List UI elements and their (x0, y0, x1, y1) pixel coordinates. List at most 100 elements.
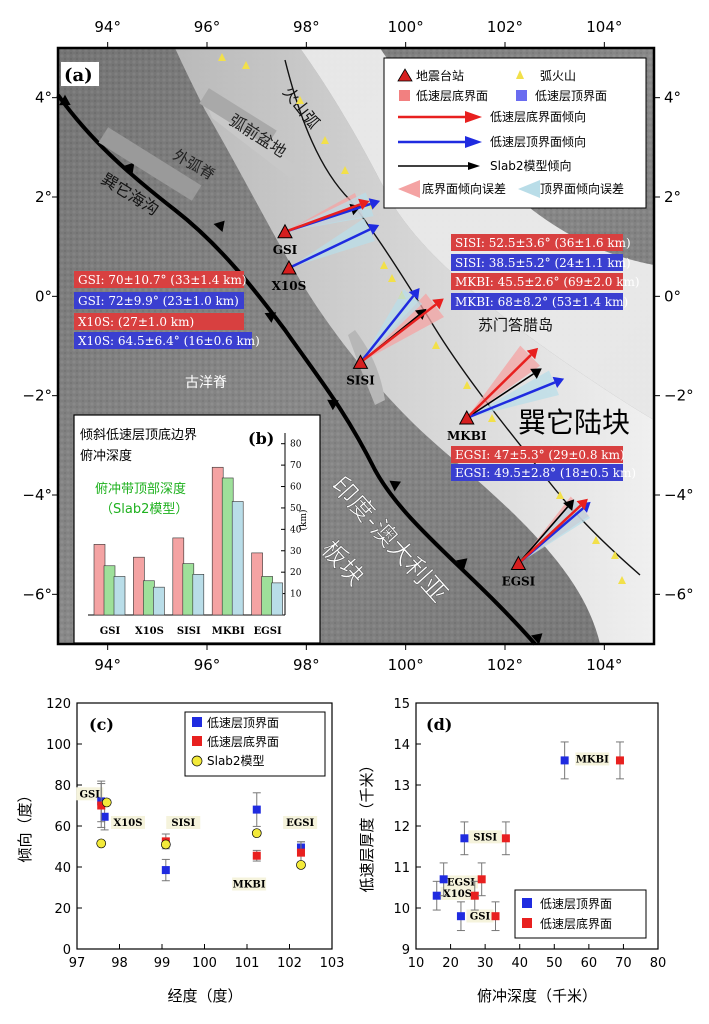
plot-d-xtick-label: 40 (511, 956, 528, 971)
b-category-label: EGSI (254, 626, 282, 637)
b-category-label: GSI (100, 626, 121, 637)
plot-c-ytick-label: 0 (63, 943, 71, 958)
top-error-wedge (466, 370, 559, 419)
plot-d-point-label-bg (466, 909, 494, 923)
b-bar-x10s-0 (133, 556, 145, 616)
lat-tick-label-left: −2° (22, 387, 52, 405)
b-bar-sisi-0 (172, 537, 185, 616)
legend-bottom-icon (399, 90, 410, 101)
plot-d-xtick-label: 70 (615, 956, 632, 971)
legend-c-slab2-label: Slab2模型 (207, 754, 265, 768)
plot-c-point-label: GSI (80, 789, 101, 800)
legend-top-icon (516, 90, 527, 101)
legend-d-top-label: 低速层顶界面 (540, 897, 612, 911)
volcano-icon (611, 551, 619, 559)
trench-tooth (123, 162, 135, 174)
top-error-wedge (288, 218, 375, 269)
plot-c-point-label: SISI (171, 818, 195, 829)
lon-tick-label-bottom: 96° (194, 656, 221, 674)
panel-a-map: 火山弧 弧前盆地 外弧脊 巽它海沟 古洋脊 苏门答腊岛 巽它陆块 印度-澳大利亚… (22, 18, 693, 674)
volcano-icon (296, 96, 304, 104)
plot-c-point-square (252, 851, 261, 860)
legend-top-err-icon (518, 180, 540, 198)
bottom-arrow-shaft (465, 354, 532, 419)
plot-c-ytick-label: 20 (54, 902, 71, 917)
plot-c-point-square (100, 812, 109, 821)
legend-d-bottom-icon (522, 918, 532, 928)
trench-tooth-shape (389, 480, 401, 492)
trench-tooth-shape (213, 220, 225, 233)
map-sumatra-land (175, 48, 654, 644)
legend-top-err-label: 顶界面倾向误差 (540, 181, 624, 196)
plot-d-ytick-label: 9 (402, 943, 410, 958)
b-ytick-label: 40 (290, 525, 302, 535)
station-icon (352, 354, 369, 369)
lat-tick-label-left: 0° (35, 287, 52, 305)
b-bar-gsi-2 (113, 576, 126, 616)
panel-b-chart: 倾斜低速层顶底边界 俯冲深度 (b) 俯冲带顶部深度 （Slab2模型） 102… (73, 414, 321, 644)
slab2-arrow-head (530, 368, 542, 379)
plot-c-point-label: MKBI (233, 880, 266, 891)
panel-c-ylabel: 倾向（度） (16, 787, 34, 862)
bottom-arrow-head (358, 198, 370, 211)
plot-c-xtick-label: 103 (320, 956, 345, 971)
legend-top-dir-label: 低速层顶界面倾向 (490, 134, 586, 149)
volcano-icon (432, 341, 440, 349)
bottom-arrow-shaft (359, 303, 437, 364)
legend-volcano-label: 弧火山 (540, 69, 576, 83)
lat-tick-label-left: 2° (35, 188, 52, 206)
note-x10s-bottom: X10S: (27±1.0 km) (78, 315, 194, 329)
inset-title-line1: 倾斜低速层顶底边界 (80, 427, 197, 443)
panel-d-ylabel: 低速层厚度（千米） (358, 757, 376, 892)
plot-d-point-label-bg (440, 886, 475, 900)
legend-c-top-icon (192, 717, 202, 727)
plot-c-point-square (97, 801, 106, 810)
map-trench-teeth (59, 94, 543, 645)
panel-d-legend-box (514, 889, 647, 939)
plot-c-point-square (296, 848, 305, 857)
volcano-icon (341, 166, 349, 174)
map-frame (56, 46, 656, 646)
b-bar-egsi-0 (251, 552, 263, 616)
note-gsi-bottom: GSI: 70±10.7° (33±1.4 km) (78, 273, 247, 287)
note-egsi-bottom: EGSI: 47±5.3° (29±0.8 km) (455, 448, 625, 462)
plot-c-xtick-label: 101 (235, 956, 260, 971)
lon-tick-label-bottom: 102° (487, 656, 523, 674)
note-sisi-top-bg (451, 254, 623, 271)
panel-d-xlabel: 俯冲深度（千米） (477, 987, 597, 1005)
b-category-label: X10S (135, 626, 164, 637)
panel-d-legend: 低速层顶界面 低速层底界面 (514, 889, 647, 939)
slab2-arrow-shaft (466, 373, 534, 419)
trench-tooth-shape (327, 399, 339, 411)
trench-tooth (213, 220, 225, 233)
lon-tick-label-top: 104° (586, 18, 622, 36)
volcano-icon (380, 261, 388, 269)
slab2-arrow-shaft (517, 506, 569, 565)
b-ytick-label: 50 (290, 504, 302, 514)
legend-bottom-err-label: 底界面倾向误差 (422, 181, 506, 196)
trench-tooth-shape (59, 94, 71, 106)
plot-c-point-label: EGSI (286, 818, 314, 829)
trench-tooth-shape (530, 633, 543, 645)
legend-volcano-icon (516, 70, 524, 79)
b-ytick-label: 80 (290, 440, 302, 450)
inset-annotation-line1: 俯冲带顶部深度 (95, 481, 186, 497)
b-bar-mkbi-0 (211, 466, 224, 616)
lat-tick-label-right: 0° (664, 287, 681, 305)
b-ytick-label: 20 (290, 568, 302, 578)
b-bar-egsi-2 (271, 582, 283, 616)
top-arrow-head (552, 376, 565, 388)
plot-d-xtick-label: 60 (581, 956, 598, 971)
plot-d-point-square (456, 912, 465, 921)
top-arrow-head (367, 223, 380, 235)
panel-c-legend-box (184, 711, 326, 777)
plot-c-xtick-label: 100 (192, 956, 217, 971)
legend-slab2-arrow-icon (468, 162, 480, 170)
slab2-arrow-head (414, 308, 427, 320)
lat-tick-label-left: −4° (22, 486, 52, 504)
